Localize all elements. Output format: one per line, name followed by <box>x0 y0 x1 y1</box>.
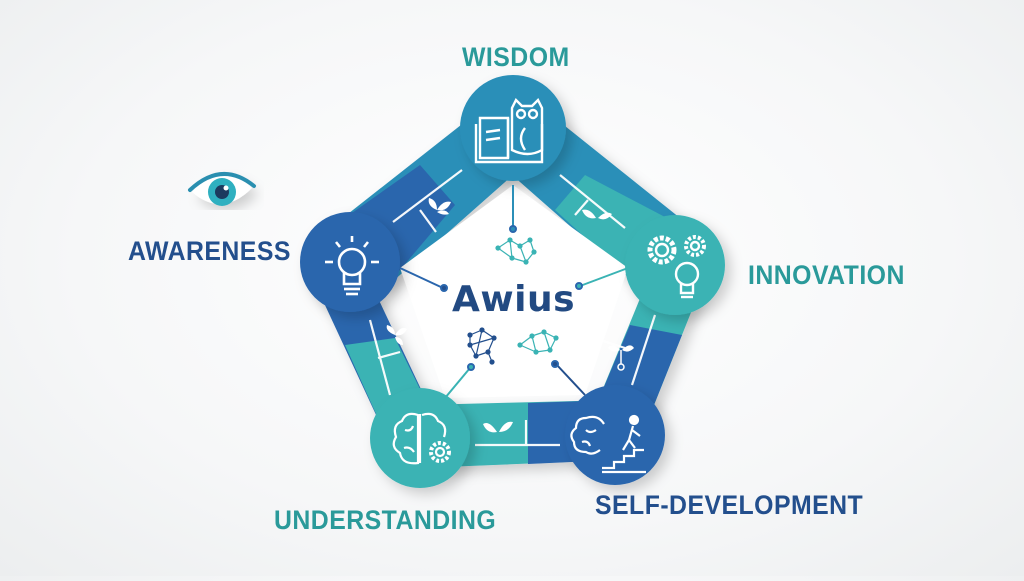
sprout-leaf-icon <box>582 209 612 220</box>
network-graph-icon <box>495 237 537 265</box>
label-awareness: AWARENESS <box>128 236 291 266</box>
label-self-development: SELF-DEVELOPMENT <box>595 490 864 520</box>
node-awareness <box>300 212 400 312</box>
sprout-leaf-icon <box>608 345 634 371</box>
network-graph-icon <box>517 329 559 355</box>
gears-lightbulb-icon <box>647 235 706 299</box>
brain-stairs-icon <box>570 414 646 474</box>
center-spokes <box>399 185 629 399</box>
network-graph-icon <box>467 327 497 365</box>
label-wisdom: WISDOM <box>462 42 570 72</box>
book-owl-icon <box>474 97 544 164</box>
lightbulb-icon <box>325 236 379 296</box>
sprout-leaf-icon <box>483 421 513 433</box>
brain-gear-icon <box>392 412 451 465</box>
label-innovation: INNOVATION <box>748 260 905 290</box>
sprout-leaf-icon <box>428 198 451 215</box>
center-title: Awius <box>452 279 576 320</box>
center-panel <box>400 185 628 398</box>
label-understanding: UNDERSTANDING <box>274 505 497 535</box>
node-self-development <box>565 385 665 485</box>
node-innovation <box>625 215 725 315</box>
sprout-leaf-icon <box>386 325 407 345</box>
eye-icon <box>188 171 256 206</box>
